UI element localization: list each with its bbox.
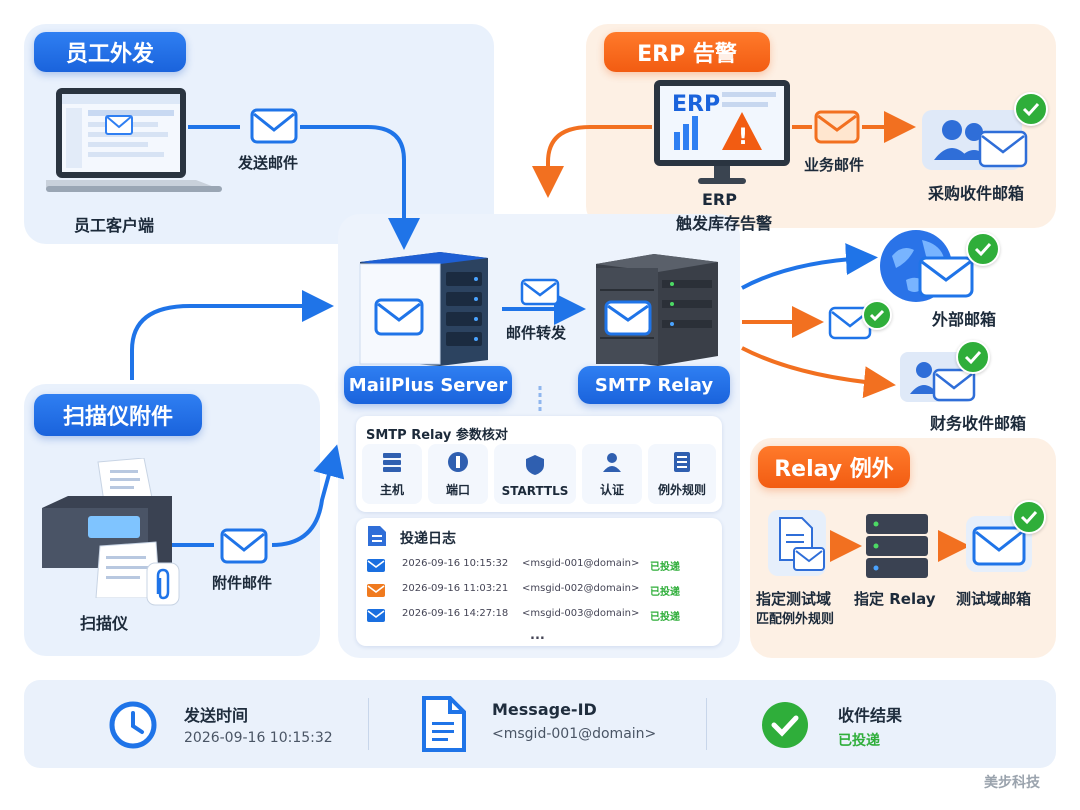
arrow-scanner-top [130,290,334,380]
param-starttls: STARTTLS [494,444,576,504]
arrow-erp-server [532,125,652,198]
log-time: 2026-09-16 11:03:21 [402,583,509,594]
section-relay-exception: Relay 例外 [758,446,910,488]
arrow-relay-external [741,243,878,290]
exception-step2: 指定 Relay [854,590,936,608]
exception-step3: 测试域邮箱 [956,590,1032,608]
business-mail-label: 业务邮件 [804,156,865,174]
document-icon [366,524,388,552]
server-icon [356,248,492,372]
envelope-icon [814,110,860,148]
footer-divider [706,698,707,750]
check-icon [862,300,892,330]
port-icon [448,452,468,472]
document-icon [766,508,830,584]
arrow-relay-finance [741,346,896,399]
check-icon [956,340,990,374]
document-icon [420,696,468,756]
param-label: 例外规则 [657,483,706,497]
erp-screen-label: ERP [672,92,721,117]
external-mailbox-label: 外部邮箱 [932,310,997,329]
section-erp: ERP 告警 [604,32,770,72]
watermark: 美步科技 [984,775,1040,791]
send-time-value: 2026-09-16 10:15:32 [184,730,333,746]
check-icon [760,700,810,754]
users-icon [900,350,980,410]
envelope-icon [520,278,560,310]
server-icon [383,453,401,472]
erp-caption: 触发库存告警 [676,214,773,233]
log-status: 已投递 [650,612,680,623]
section-employee: 员工外发 [34,32,186,72]
params-title: SMTP Relay 参数核对 [366,428,508,443]
log-row: 2026-09-16 11:03:21 <msgid-002@domain> 已投递 [366,579,706,601]
section-scanner: 扫描仪附件 [34,394,202,436]
log-message-id: <msgid-001@domain> [522,558,640,569]
paperclip-icon [146,562,180,610]
clock-icon [108,700,158,754]
param-label: STARTTLS [501,484,569,498]
envelope-icon [367,584,385,597]
globe-icon [878,228,978,308]
log-message-id: <msgid-003@domain> [522,608,640,619]
param-exception-rule: 例外规则 [648,444,716,504]
check-icon [1012,500,1046,534]
log-row: 2026-09-16 14:27:18 <msgid-003@domain> 已投递 [366,604,706,626]
envelope-icon [250,108,298,148]
param-port: 端口 [428,444,488,504]
result-value: 已投递 [838,733,880,749]
envelope-icon [964,514,1034,578]
user-icon [603,453,621,472]
result-label: 收件结果 [838,706,903,725]
scanner-label: 扫描仪 [80,614,129,633]
log-time: 2026-09-16 10:15:32 [402,558,509,569]
purchase-inbox-label: 采购收件邮箱 [928,184,1025,203]
log-row: 2026-09-16 10:15:32 <msgid-001@domain> 已投递 [366,554,706,576]
envelope-icon [367,609,385,622]
employee-client-label: 员工客户端 [74,216,155,235]
exception-step1-line1: 指定测试域 [756,590,832,608]
footer-panel [24,680,1056,768]
param-label: 认证 [599,483,624,497]
log-message-id: <msgid-002@domain> [522,583,640,594]
param-label: 端口 [445,483,470,497]
finance-inbox-label: 财务收件邮箱 [930,414,1027,433]
shield-icon [526,455,544,475]
param-label: 主机 [379,483,404,497]
check-icon [966,232,1000,266]
list-icon [674,452,690,472]
check-icon [1014,92,1048,126]
log-more: ... [530,628,545,643]
exception-step1-line2: 匹配例外规则 [756,612,835,627]
svg-text:!: ! [738,125,748,150]
footer-divider [368,698,369,750]
server-icon [592,250,722,372]
laptop-icon [46,86,226,200]
param-auth: 认证 [582,444,642,504]
log-status: 已投递 [650,587,680,598]
envelope-icon [367,559,385,572]
param-host: 主机 [362,444,422,504]
monitor-icon: ! [652,78,792,192]
printer-icon [38,457,188,602]
message-id-value: <msgid-001@domain> [492,726,657,742]
log-card [356,518,722,646]
log-title: 投递日志 [400,531,456,547]
attachment-mail-label: 附件邮件 [212,574,273,592]
users-icon [922,102,1032,176]
mailplus-server-label: MailPlus Server [344,366,512,404]
log-time: 2026-09-16 14:27:18 [402,608,509,619]
send-mail-label: 发送邮件 [238,154,299,172]
erp-title: ERP [702,190,737,209]
smtp-relay-label: SMTP Relay [578,366,730,404]
mail-forward-label: 邮件转发 [506,324,567,342]
server-icon [860,508,934,586]
message-id-label: Message-ID [492,700,597,719]
log-status: 已投递 [650,562,680,573]
send-time-label: 发送时间 [184,706,249,725]
envelope-icon [220,528,268,568]
